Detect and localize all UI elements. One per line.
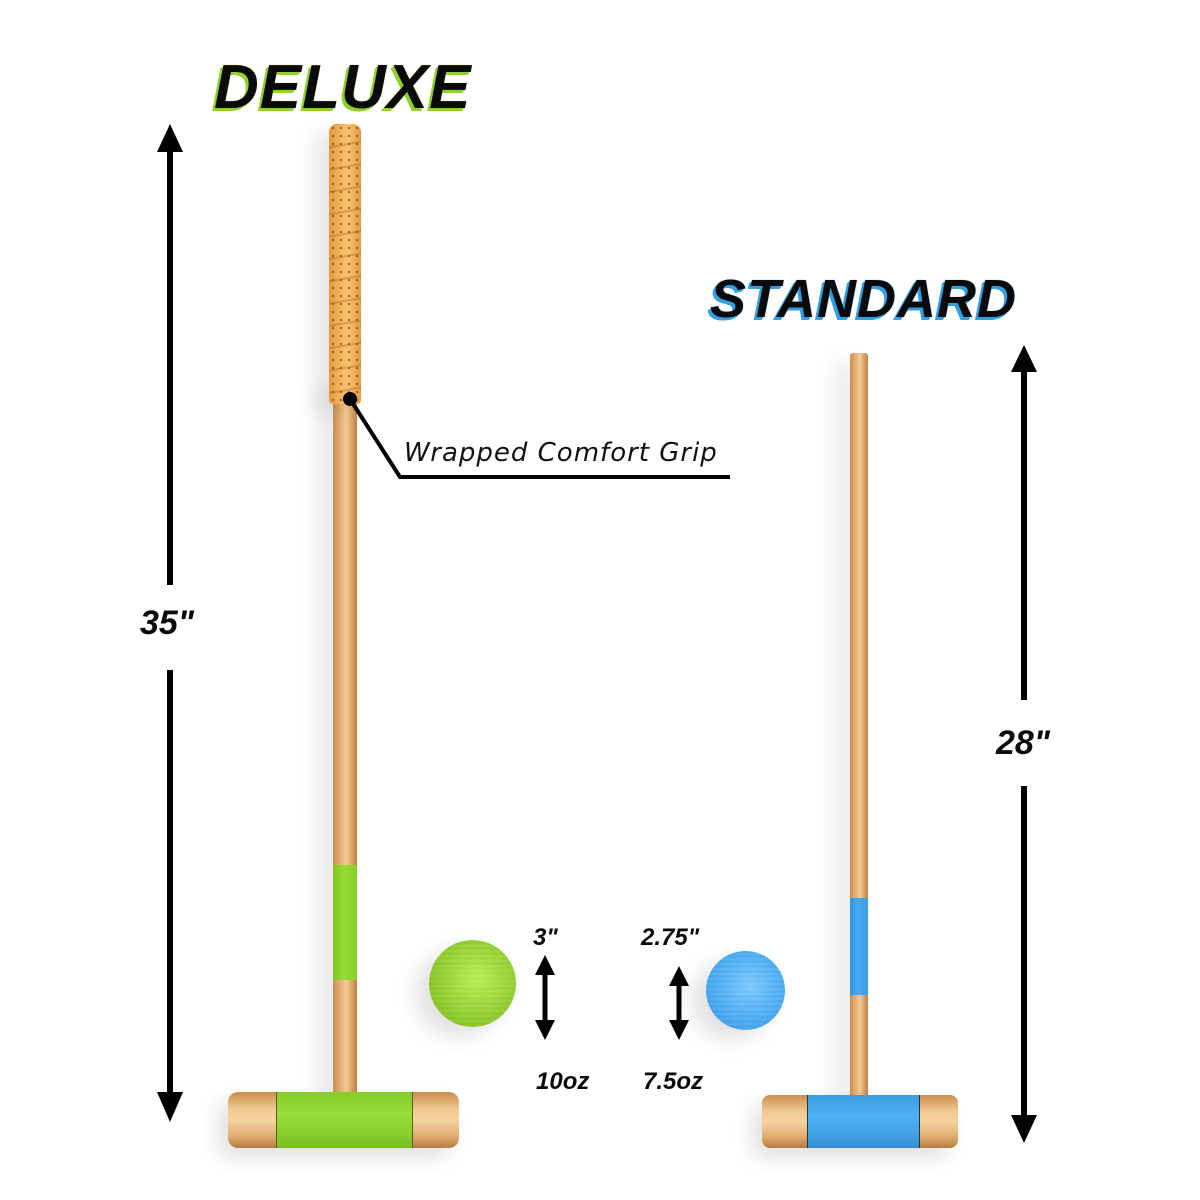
standard-ball-diameter-label: 2.75" (641, 924, 700, 951)
deluxe-head-sleeve (276, 1092, 413, 1148)
deluxe-ball-weight-label: 10oz (536, 1068, 590, 1095)
standard-ball-weight-label: 7.5oz (643, 1068, 704, 1095)
deluxe-ball (429, 940, 516, 1027)
deluxe-color-band (333, 865, 357, 980)
standard-ball (706, 951, 785, 1030)
standard-title: STANDARD (710, 269, 1017, 329)
deluxe-ball-size-arrow-icon (535, 955, 555, 1040)
deluxe-height-label: 35" (140, 604, 194, 642)
standard-height-arrow-icon (1011, 345, 1037, 1143)
standard-ball-size-arrow-icon (669, 966, 689, 1040)
standard-color-band (850, 898, 868, 995)
deluxe-grip (329, 124, 361, 404)
standard-head-sleeve (807, 1095, 920, 1148)
deluxe-ball-diameter-label: 3" (533, 924, 558, 951)
deluxe-height-arrow-icon (157, 124, 183, 1122)
grip-callout-label: Wrapped Comfort Grip (404, 438, 718, 468)
deluxe-shaft (333, 380, 357, 1100)
standard-height-label: 28" (996, 724, 1050, 762)
deluxe-title: DELUXE (214, 53, 472, 122)
